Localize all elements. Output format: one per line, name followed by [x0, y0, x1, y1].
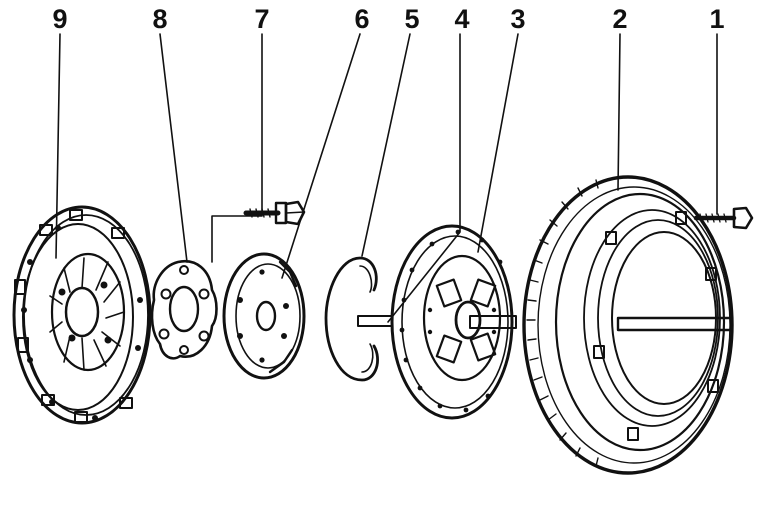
leader-line-9 — [55, 33, 61, 259]
clutch-disc-part — [390, 224, 514, 420]
part-label-1: 1 — [709, 4, 724, 34]
part-label-9: 9 — [52, 4, 67, 34]
alignment-shaft — [357, 315, 734, 332]
leader-line-8 — [159, 33, 188, 263]
release-plate-part — [222, 252, 306, 380]
leader-line-5 — [361, 33, 411, 257]
part-label-3: 3 — [510, 4, 525, 34]
part-label-8: 8 — [152, 4, 167, 34]
pressure-plate-part — [12, 205, 152, 425]
part-label-7: 7 — [254, 4, 269, 34]
circlip-part — [324, 256, 379, 382]
flywheel-bolt-part — [693, 206, 754, 230]
flywheel-part — [522, 175, 734, 475]
part-label-4: 4 — [454, 4, 469, 34]
part-label-6: 6 — [354, 4, 369, 34]
leader-line-3 — [477, 33, 519, 253]
hex-bolt-part — [243, 200, 306, 226]
ring-gear-teeth — [526, 179, 599, 467]
leader-line-2 — [617, 33, 621, 191]
leader-line-6 — [281, 33, 361, 279]
retaining-plate-part — [150, 259, 218, 360]
part-label-5: 5 — [404, 4, 419, 34]
part-label-2: 2 — [612, 4, 627, 34]
leader-line-7 — [211, 33, 263, 263]
